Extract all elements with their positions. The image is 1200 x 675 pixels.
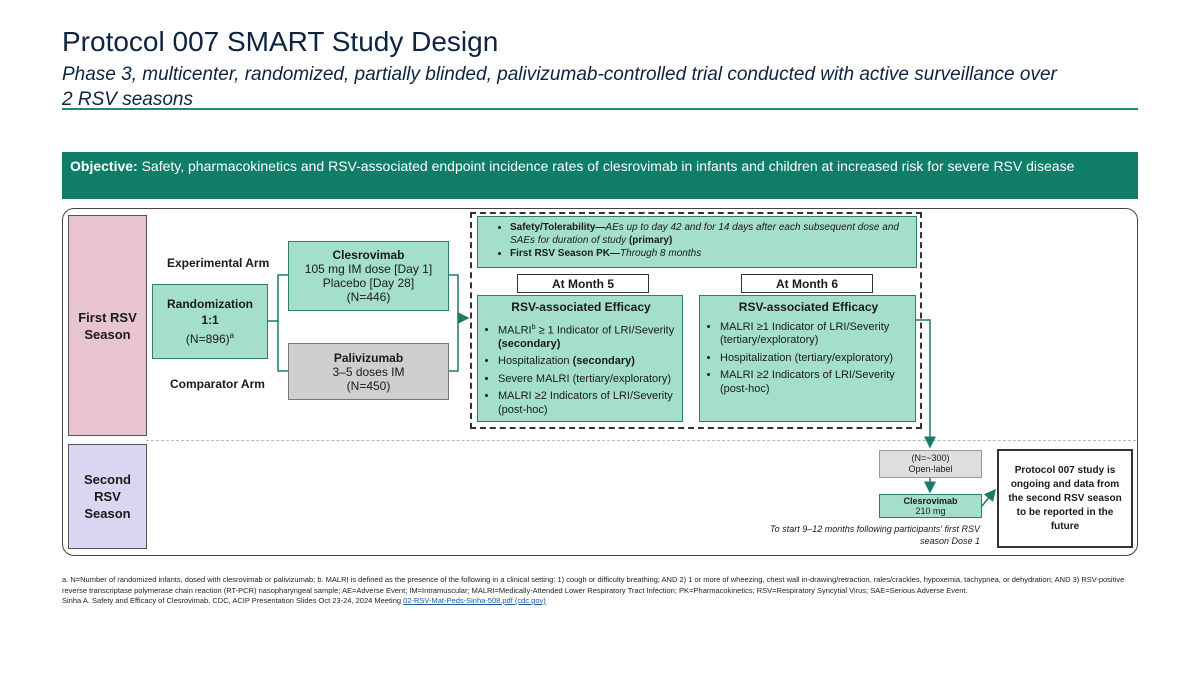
pk-item: First RSV Season PK—Through 8 months [510, 247, 910, 260]
month-5-label: At Month 5 [517, 274, 649, 293]
randomization-title: Randomization [167, 297, 253, 311]
list-item: MALRI ≥1 Indicator of LRI/Severity (tert… [720, 321, 909, 348]
clesrovimab-n: (N=446) [346, 290, 391, 304]
study-frame [62, 208, 1138, 556]
safety-item-detail: AEs up to day 42 and for 14 days after e… [510, 222, 899, 246]
randomization-sup: a [229, 331, 235, 340]
month-5-efficacy-box: RSV-associated Efficacy MALRIb ≥ 1 Indic… [477, 295, 683, 422]
month-5-efficacy-list: MALRIb ≥ 1 Indicator of LRI/Severity (se… [486, 321, 676, 418]
study-ongoing-box: Protocol 007 study is ongoing and data f… [997, 449, 1133, 548]
clesrovimab-210-dose: 210 mg [915, 506, 946, 516]
palivizumab-arm-box: Palivizumab 3–5 doses IM (N=450) [288, 343, 449, 400]
open-label-box: (N=~300) Open-label [879, 450, 982, 478]
footnote-citation: Sinha A. Safety and Efficacy of Clesrovi… [62, 596, 402, 605]
footnote: a. N=Number of randomized infants, dosed… [62, 575, 1140, 607]
list-item: Severe MALRI (tertiary/exploratory) [498, 373, 676, 387]
month-6-label: At Month 6 [741, 274, 873, 293]
page-subtitle: Phase 3, multicenter, randomized, partia… [62, 64, 1057, 110]
connector-rand-comparator [277, 321, 288, 372]
clesrovimab-dose: 105 mg IM dose [Day 1] [304, 262, 433, 276]
list-item: Hospitalization (tertiary/exploratory) [720, 352, 909, 366]
clesrovimab-title: Clesrovimab [332, 248, 405, 262]
safety-endpoints-box: Safety/Tolerability—AEs up to day 42 and… [477, 216, 917, 268]
safety-item: Safety/Tolerability—AEs up to day 42 and… [510, 221, 910, 247]
second-season-label: Second RSV Season [68, 444, 147, 549]
connector-rand-split [268, 274, 288, 322]
month-6-efficacy-list: MALRI ≥1 Indicator of LRI/Severity (tert… [708, 321, 909, 397]
endpoints-dashed-box [470, 212, 922, 429]
randomization-ratio: 1:1 [201, 313, 219, 327]
open-label-n: (N=~300) [911, 453, 950, 463]
safety-item-label: Safety/Tolerability— [510, 222, 606, 233]
footnote-text: a. N=Number of randomized infants, dosed… [62, 575, 1125, 595]
footnote-citation-line: Sinha A. Safety and Efficacy of Clesrovi… [62, 596, 1140, 607]
connector-dose-to-ongoing [981, 488, 996, 507]
objective-label: Objective: [70, 158, 138, 174]
list-item-sup: b [531, 323, 536, 331]
randomization-n-wrap: (N=896)a [186, 328, 234, 347]
objective-text: Safety, pharmacokinetics and RSV-associa… [141, 158, 1075, 174]
open-label-text: Open-label [908, 464, 953, 474]
first-season-label: First RSV Season [68, 215, 147, 436]
list-item: Hospitalization (secondary) [498, 355, 676, 369]
safety-item-tag: (primary) [628, 235, 673, 246]
month-5-efficacy-heading: RSV-associated Efficacy [511, 300, 651, 314]
title-divider [62, 108, 1138, 110]
list-item-tag: (secondary) [572, 355, 635, 368]
season-divider [146, 440, 1136, 441]
month-6-efficacy-heading: RSV-associated Efficacy [738, 300, 879, 314]
clesrovimab-arm-box: Clesrovimab 105 mg IM dose [Day 1] Place… [288, 241, 449, 311]
page-title: Protocol 007 SMART Study Design [62, 26, 499, 57]
connector-arms-merge [449, 274, 468, 372]
second-season-start-note: To start 9–12 months following participa… [770, 524, 980, 546]
pk-item-detail: Through 8 months [620, 248, 702, 259]
list-item: MALRI ≥2 Indicators of LRI/Severity (pos… [498, 390, 676, 417]
objective-banner: Objective: Safety, pharmacokinetics and … [62, 152, 1138, 199]
comparator-arm-label: Comparator Arm [170, 377, 265, 391]
list-item-text-rest: ≥ 1 Indicator of LRI/Severity [535, 324, 675, 337]
list-item-text: MALRI [498, 324, 532, 337]
palivizumab-dose: 3–5 doses IM [332, 364, 405, 379]
experimental-arm-label: Experimental Arm [167, 256, 270, 270]
palivizumab-n: (N=450) [346, 378, 391, 393]
pk-item-label: First RSV Season PK— [510, 248, 621, 259]
palivizumab-title: Palivizumab [333, 350, 404, 365]
clesrovimab-210-title: Clesrovimab [903, 496, 958, 506]
list-item-text: Hospitalization [498, 355, 573, 368]
safety-list: Safety/Tolerability—AEs up to day 42 and… [498, 221, 910, 260]
clesrovimab-placebo: Placebo [Day 28] [322, 276, 415, 290]
first-season-text: First RSV Season [78, 309, 137, 342]
list-item-tag: (secondary) [498, 337, 561, 350]
footnote-link[interactable]: 02-RSV-Mat-Peds-Sinha-508.pdf (cdc.gov) [403, 596, 546, 605]
month-6-efficacy-box: RSV-associated Efficacy MALRI ≥1 Indicat… [699, 295, 916, 422]
list-item: MALRIb ≥ 1 Indicator of LRI/Severity (se… [498, 321, 676, 352]
randomization-n: (N=896) [185, 332, 230, 346]
randomization-box: Randomization 1:1 (N=896)a [152, 284, 268, 359]
second-season-text: Second RSV Season [84, 472, 131, 521]
clesrovimab-210-box: Clesrovimab 210 mg [879, 494, 982, 518]
list-item: MALRI ≥2 Indicators of LRI/Severity (pos… [720, 369, 909, 396]
